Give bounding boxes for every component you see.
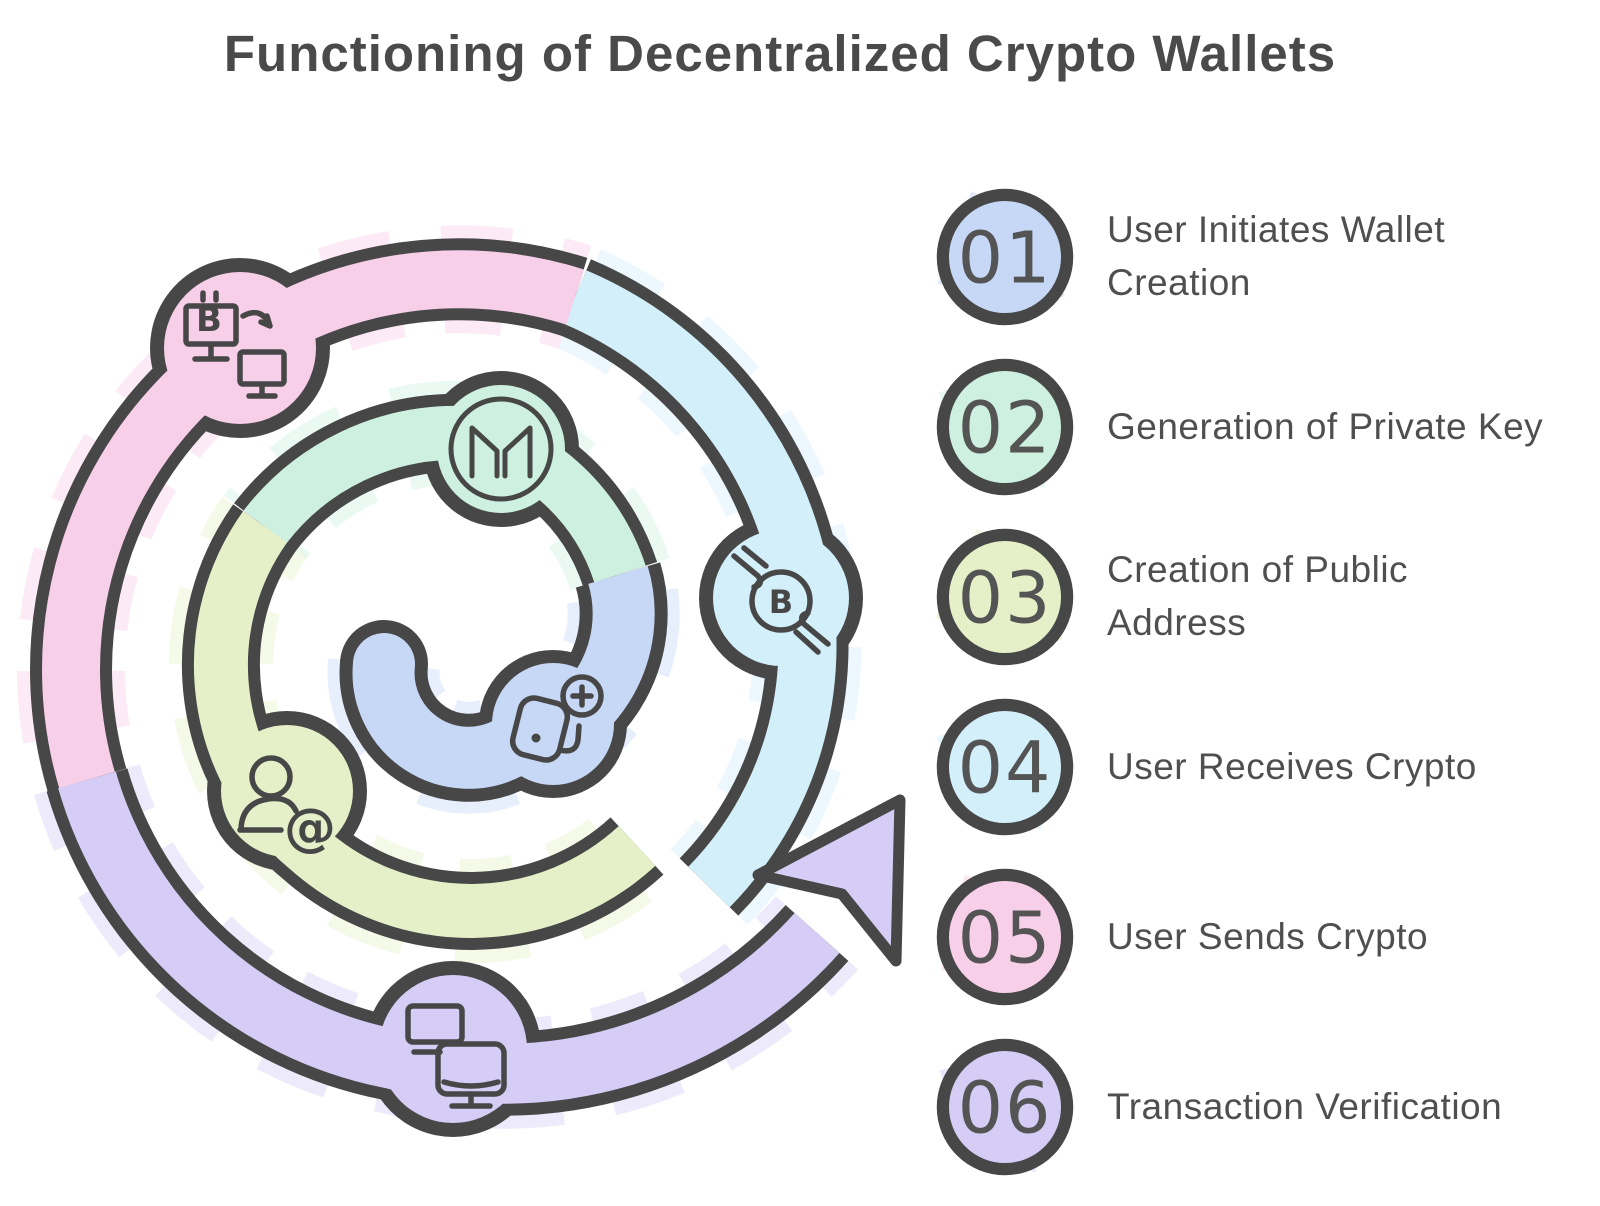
step-label: Transaction Verification — [1107, 1085, 1503, 1127]
step-label: User Sends Crypto — [1107, 915, 1429, 957]
svg-text:06: 06 — [958, 1066, 1053, 1149]
svg-text:01: 01 — [958, 216, 1053, 299]
step-number-badge: 05 — [936, 868, 1074, 1006]
step-number-badge: 06 — [936, 1038, 1074, 1176]
step-number-badge: 04 — [936, 698, 1074, 836]
spiral-arrow-head — [752, 794, 906, 967]
legend-item-06: 06 Transaction Verification — [925, 1022, 1545, 1192]
legend-item-01: 01 User Initiates Wallet Creation — [925, 172, 1545, 342]
legend-item-02: 02 Generation of Private Key — [925, 342, 1545, 512]
legend-item-04: 04 User Receives Crypto — [925, 682, 1545, 852]
svg-text:04: 04 — [958, 726, 1053, 809]
step-number-badge: 03 — [935, 528, 1074, 666]
legend-item-03: 03 Creation of Public Address — [925, 512, 1545, 682]
steps-legend: 01 User Initiates Wallet Creation 02 Gen… — [925, 172, 1545, 1192]
computers-transfer-icon: B — [183, 290, 287, 399]
svg-text:02: 02 — [958, 386, 1053, 469]
svg-text:B: B — [769, 583, 793, 621]
svg-text:03: 03 — [958, 556, 1053, 639]
step-label: User Initiates Wallet Creation — [1107, 209, 1446, 303]
network-monitors-icon — [405, 1003, 507, 1109]
svg-text:05: 05 — [958, 896, 1053, 979]
step-label: Creation of Public Address — [1107, 549, 1409, 643]
page-title: Functioning of Decentralized Crypto Wall… — [223, 25, 1337, 82]
user-at-address-icon: @ — [237, 755, 336, 858]
legend-item-05: 05 User Sends Crypto — [925, 852, 1545, 1022]
step-number-badge: 02 — [936, 358, 1074, 496]
svg-text:@: @ — [284, 798, 336, 858]
maker-logo-icon — [448, 396, 554, 502]
step-label: User Receives Crypto — [1107, 745, 1477, 787]
bitcoin-hands-icon: B — [731, 545, 831, 655]
step-number-badge: 01 — [936, 188, 1074, 326]
wallet-plus-icon — [509, 674, 604, 763]
step-label: Generation of Private Key — [1107, 405, 1544, 447]
